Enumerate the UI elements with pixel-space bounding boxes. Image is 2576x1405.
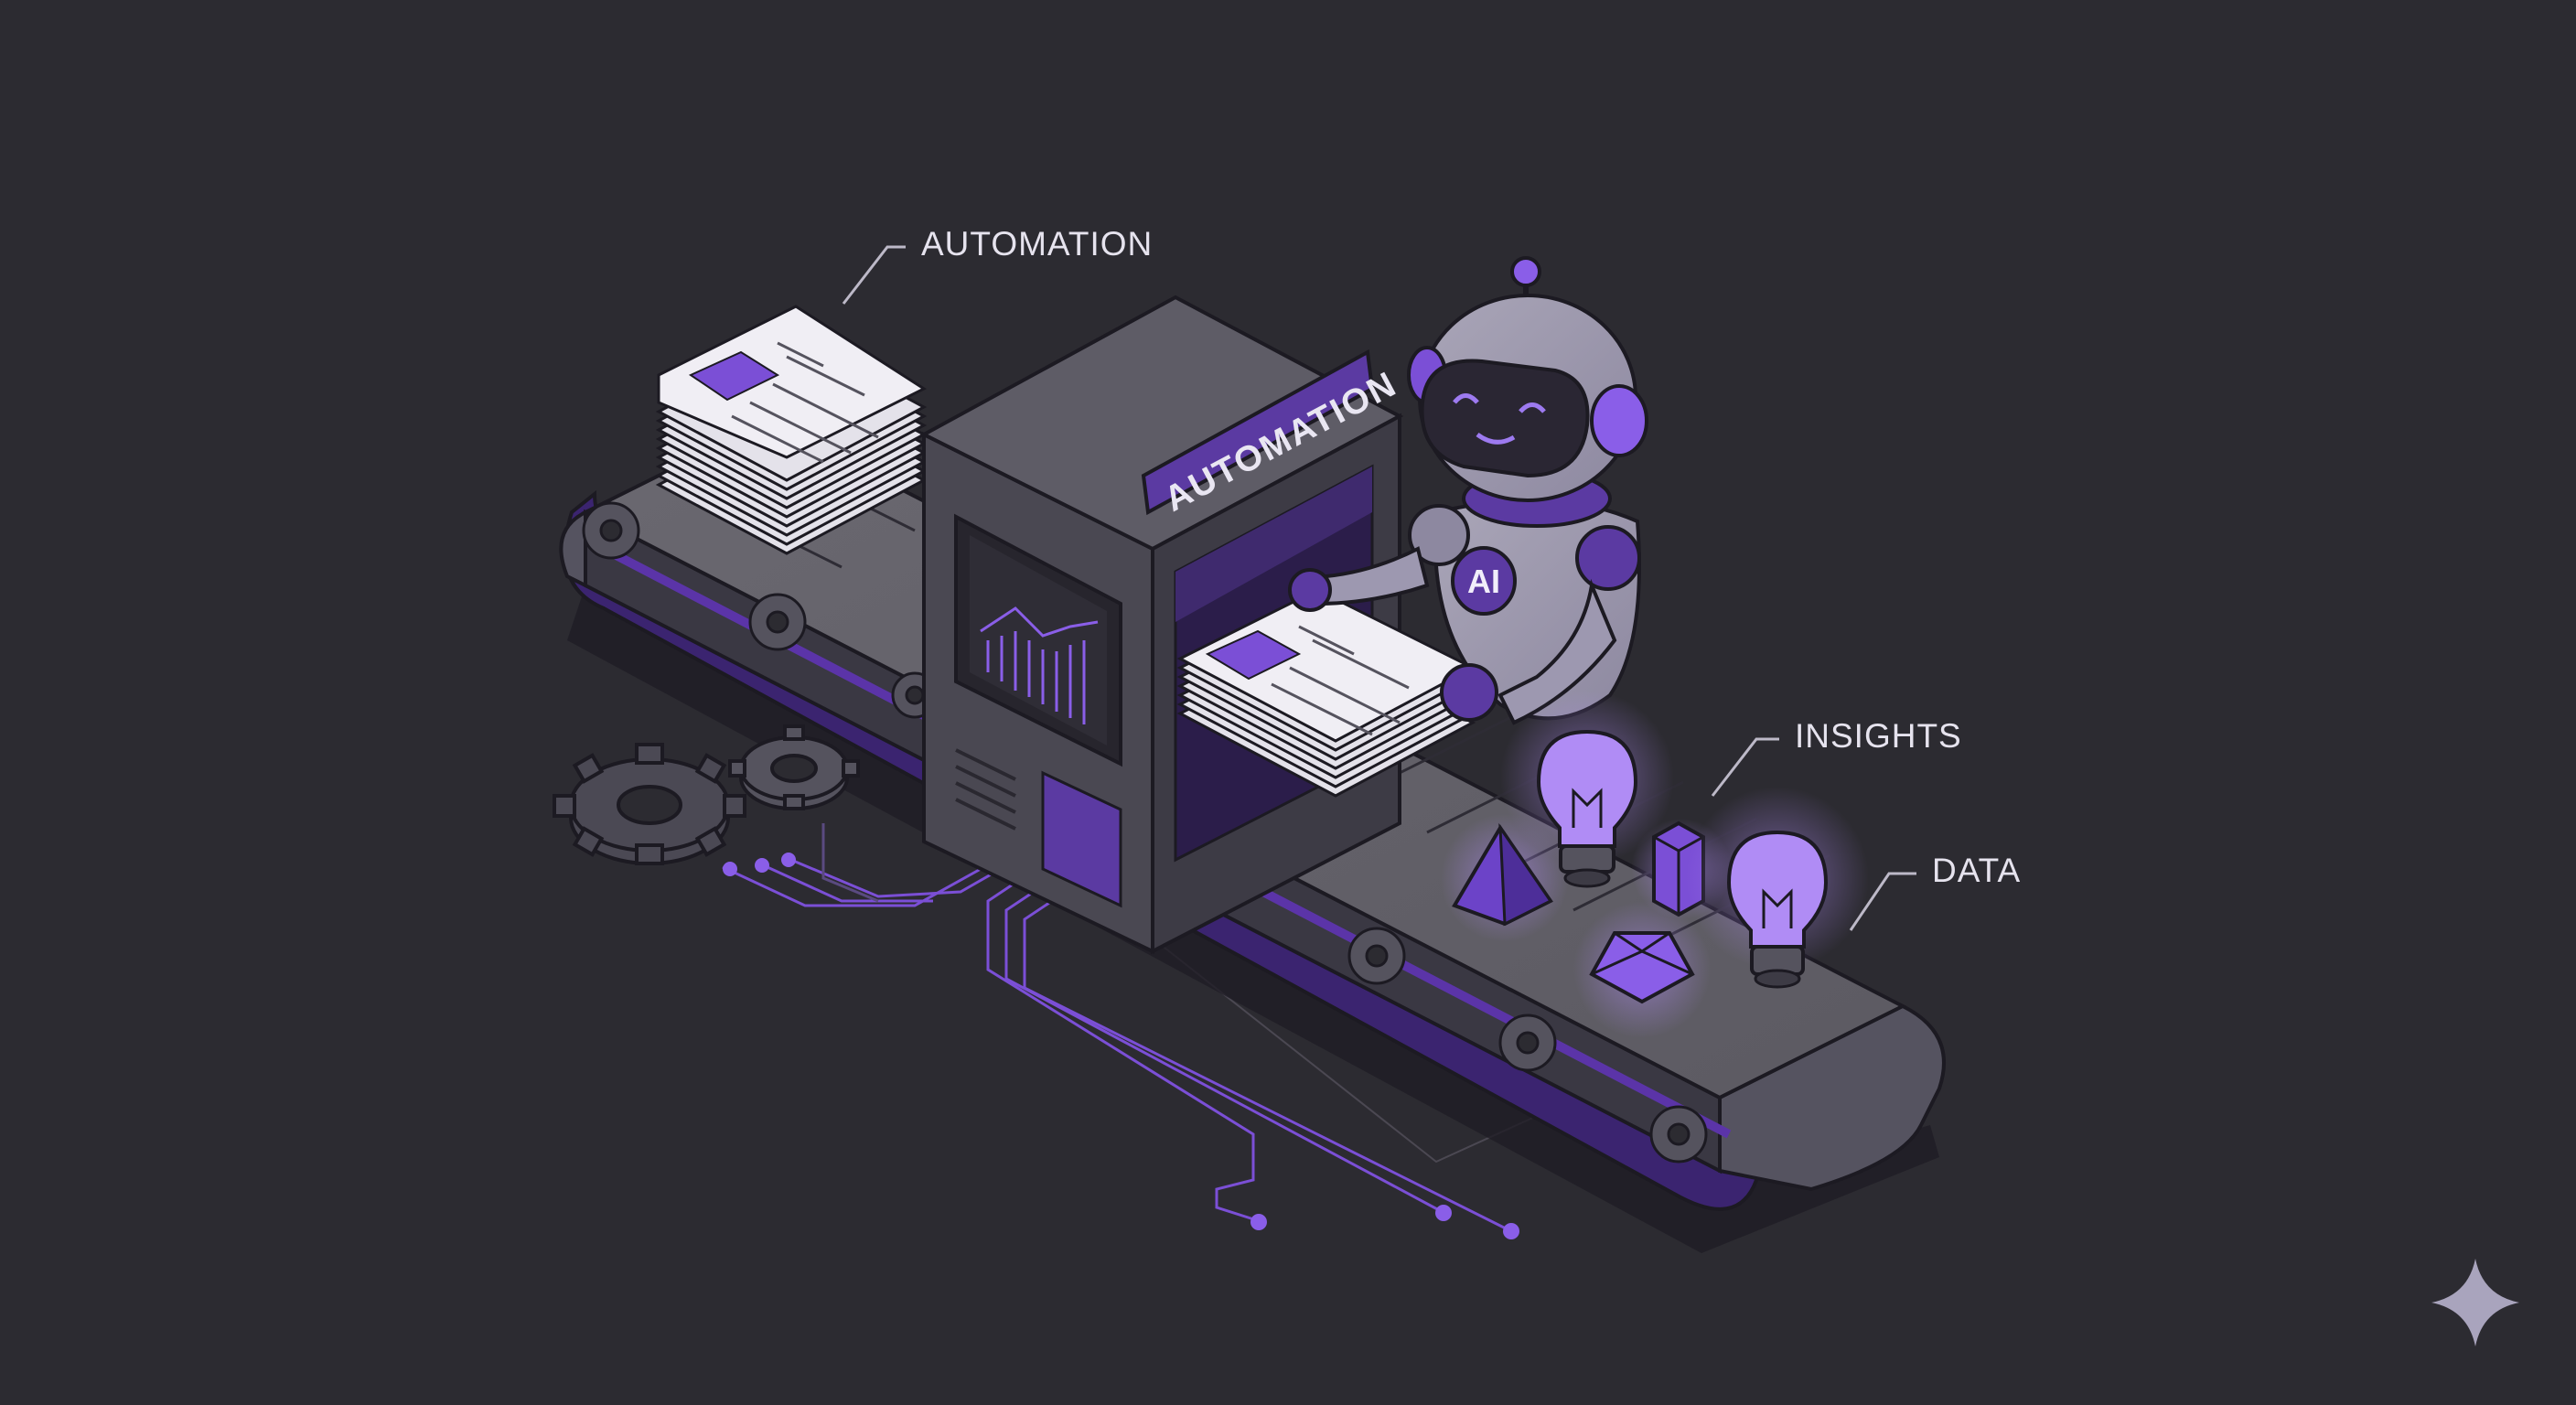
callout-data-label: DATA	[1932, 852, 2021, 889]
lightbulb-icon	[1686, 787, 1869, 989]
callout-automation-label: AUTOMATION	[921, 225, 1153, 263]
callout-data: DATA	[1849, 852, 2021, 931]
gear-icon	[728, 724, 860, 810]
document-stack-icon	[655, 305, 928, 555]
callout-automation: AUTOMATION	[842, 225, 1153, 305]
cube-icon	[1573, 901, 1711, 1038]
callout-insights: INSIGHTS	[1711, 717, 1962, 797]
callout-insights-label: INSIGHTS	[1795, 717, 1962, 755]
circuit-traces	[722, 823, 1538, 1232]
document-stack-icon	[1176, 588, 1476, 798]
insight-objects	[1441, 691, 1869, 1038]
robot-icon: AI	[1288, 256, 1648, 725]
gear-icon	[553, 743, 746, 865]
sparkle-icon	[2431, 1259, 2519, 1346]
lightbulb-icon	[1500, 691, 1674, 888]
circuit-nodes	[723, 853, 1519, 1239]
robot-chest-label: AI	[1467, 563, 1500, 600]
